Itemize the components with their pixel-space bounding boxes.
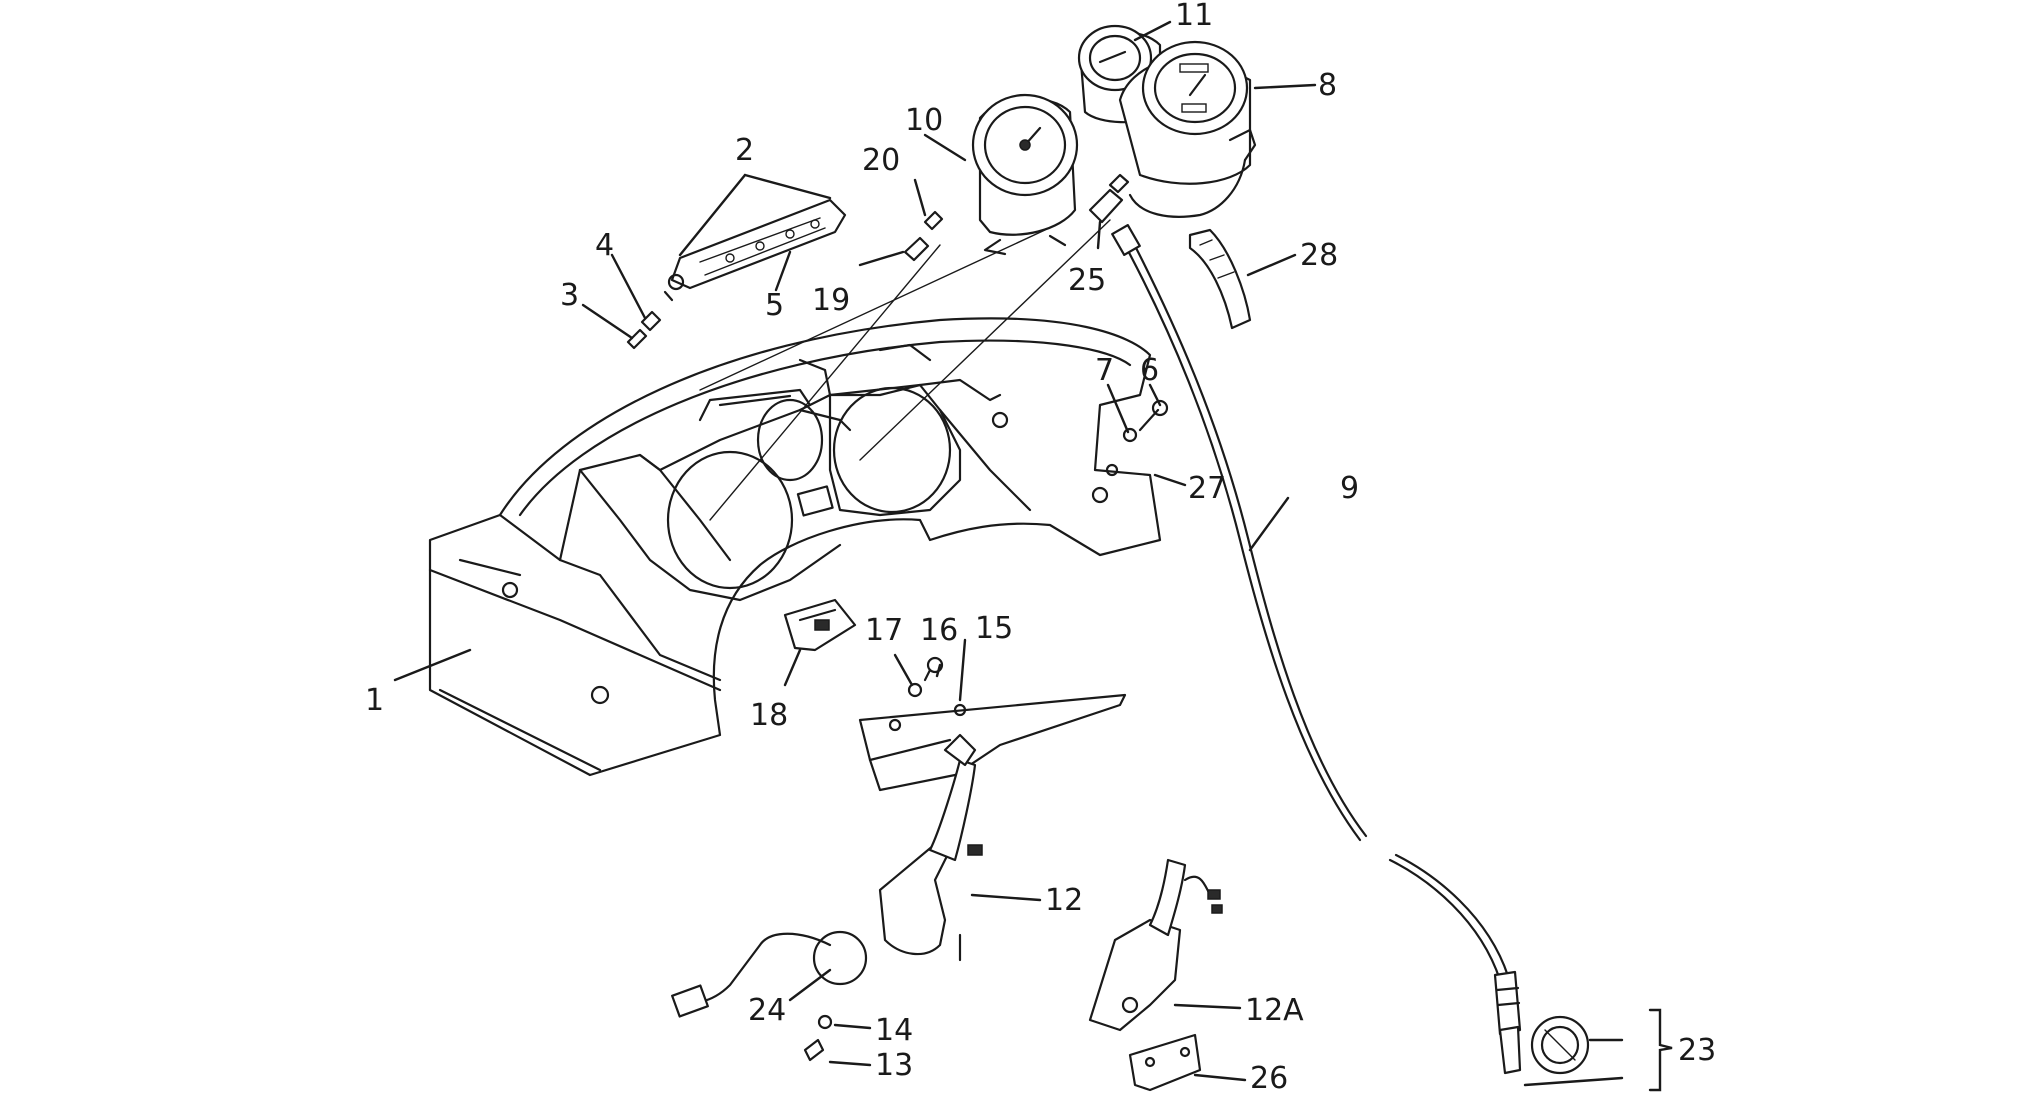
part-labels: 1 2 3 4 5 6 7 8 9 10 11 12 12A 13 14 15 … (365, 0, 1716, 1096)
label-17: 17 (865, 613, 903, 648)
label-9: 9 (1340, 471, 1359, 506)
speedometer-cable (1111, 224, 1522, 1075)
label-12: 12 (1045, 883, 1083, 918)
bulbs-19-20 (903, 210, 944, 262)
label-10: 10 (905, 103, 943, 138)
label-15: 15 (975, 611, 1013, 646)
label-8: 8 (1318, 68, 1337, 103)
ignition-switch-12 (671, 733, 983, 1062)
cable-fitting (1088, 173, 1130, 224)
label-11: 11 (1175, 0, 1213, 33)
label-7: 7 (1095, 353, 1114, 388)
label-5: 5 (765, 288, 784, 323)
rev-counter-gauge (971, 93, 1079, 256)
label-23: 23 (1678, 1033, 1716, 1068)
label-27: 27 (1188, 471, 1226, 506)
grommet (1530, 1015, 1590, 1075)
label-25: 25 (1068, 263, 1106, 298)
warning-light-strip (670, 198, 847, 290)
assembly-lines (699, 219, 1111, 521)
hazard-switch (783, 598, 857, 652)
rubber-boot (1188, 228, 1252, 330)
bulb-holder-small-parts (626, 273, 685, 350)
label-26: 26 (1250, 1061, 1288, 1096)
label-1: 1 (365, 683, 384, 718)
label-16: 16 (920, 613, 958, 648)
bracket-15 (858, 656, 1127, 792)
label-19: 19 (812, 283, 850, 318)
label-20: 20 (862, 143, 900, 178)
label-3: 3 (560, 278, 579, 313)
label-13: 13 (875, 1048, 913, 1083)
label-28: 28 (1300, 238, 1338, 273)
label-18: 18 (750, 698, 788, 733)
label-12a: 12A (1245, 993, 1304, 1028)
leader-lines (393, 20, 1673, 1092)
label-24: 24 (748, 993, 786, 1028)
speedometer-gauge (1118, 40, 1257, 218)
label-6: 6 (1140, 353, 1159, 388)
label-14: 14 (875, 1013, 913, 1048)
screws-6-7-27 (1105, 399, 1169, 477)
label-2: 2 (735, 133, 754, 168)
label-4: 4 (595, 228, 614, 263)
ignition-switch-12a (1088, 858, 1223, 1092)
instrument-panel (428, 317, 1162, 777)
